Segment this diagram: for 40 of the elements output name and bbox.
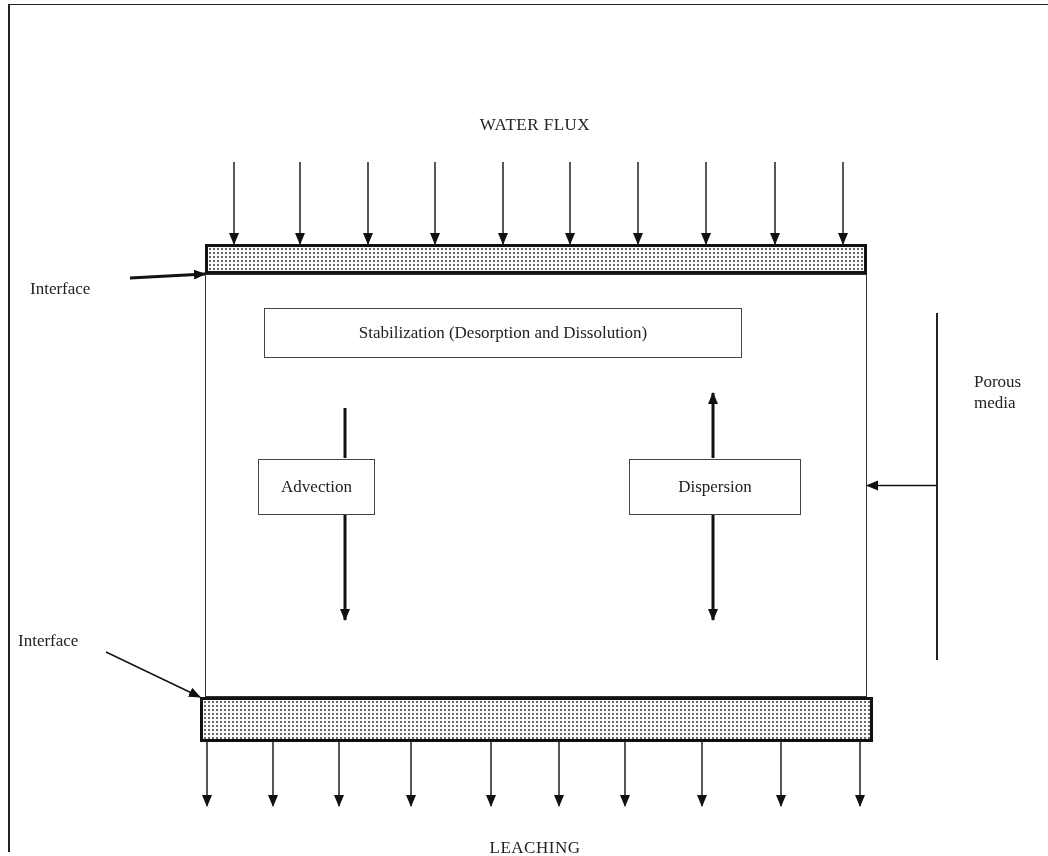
callout-label: Interface <box>30 278 91 300</box>
flow-arrow <box>268 741 278 807</box>
flow-arrow <box>340 514 350 621</box>
flow-arrow <box>620 741 630 807</box>
flow-arrow <box>838 161 848 245</box>
flow-arrow <box>776 741 786 807</box>
process-box <box>258 459 375 515</box>
flow-arrow <box>295 161 305 245</box>
process-box <box>264 308 742 358</box>
flow-arrow <box>334 741 344 807</box>
flow-arrow <box>708 514 718 621</box>
leader-arrow <box>866 480 937 491</box>
process-label: Advection <box>281 476 352 498</box>
interface-layer <box>205 244 867 274</box>
flow-arrow <box>697 741 707 807</box>
flow-label: LEACHING <box>489 838 581 856</box>
callout-label: Interface <box>18 630 79 652</box>
flow-arrow <box>565 161 575 245</box>
flow-arrow <box>708 392 718 458</box>
interface-layer <box>200 697 873 742</box>
flow-label: WATER FLUX <box>479 115 591 135</box>
process-label: Stabilization (Desorption and Dissolution) <box>358 322 648 344</box>
flow-arrow <box>701 161 711 245</box>
flow-arrow <box>855 741 865 807</box>
flow-arrow <box>498 161 508 245</box>
callout-label: Porous media <box>974 371 1023 414</box>
flow-arrow <box>430 161 440 245</box>
flow-arrow <box>202 741 212 807</box>
flow-arrow <box>633 161 643 245</box>
leader-arrow <box>129 269 206 280</box>
flow-arrow <box>406 741 416 807</box>
porous-media-box <box>205 274 867 697</box>
flow-arrow <box>770 161 780 245</box>
process-box <box>629 459 801 515</box>
flow-arrow <box>554 741 564 807</box>
flow-arrow <box>486 741 496 807</box>
flow-arrow <box>229 161 239 245</box>
flow-arrow <box>363 161 373 245</box>
leader-arrow <box>105 651 201 698</box>
process-label: Dispersion <box>678 476 752 498</box>
